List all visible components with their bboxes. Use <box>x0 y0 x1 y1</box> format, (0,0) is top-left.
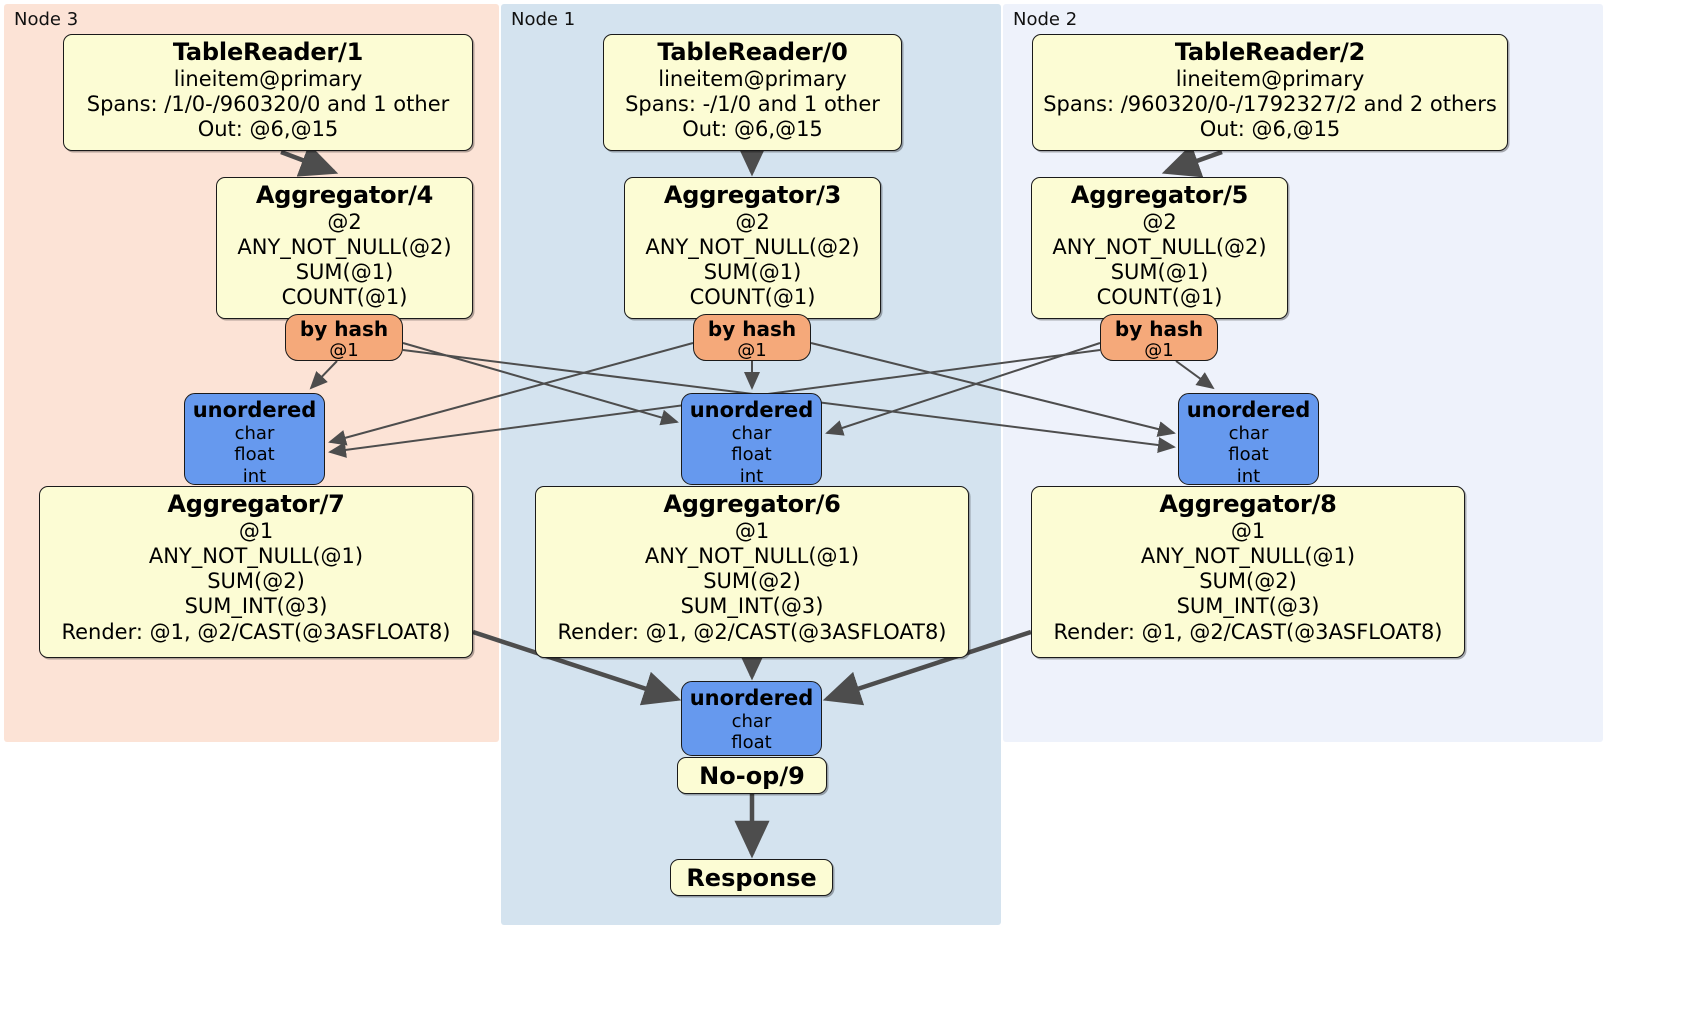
processor-title: Aggregator/5 <box>1070 181 1249 209</box>
synchronizer-type-3: int <box>739 465 764 487</box>
router-detail-column: @1 <box>1144 340 1174 361</box>
router-by-hash-node1[interactable]: by hash @1 <box>693 314 811 361</box>
processor-title: No-op/9 <box>699 761 805 790</box>
processor-detail-agg1: ANY_NOT_NULL(@1) <box>148 544 364 569</box>
processor-aggregator-4[interactable]: Aggregator/4 @2 ANY_NOT_NULL(@2) SUM(@1)… <box>216 177 473 319</box>
router-by-hash-node3[interactable]: by hash @1 <box>285 314 403 361</box>
synchronizer-type-2: float <box>731 444 772 466</box>
processor-detail-out: Out: @6,@15 <box>682 117 823 142</box>
processor-detail-agg1: ANY_NOT_NULL(@2) <box>237 235 452 260</box>
synchronizer-type-1: char <box>234 422 275 444</box>
processor-title: Aggregator/8 <box>1159 490 1337 518</box>
processor-detail-agg2: SUM(@1) <box>295 260 394 285</box>
processor-detail-agg3: COUNT(@1) <box>1096 285 1223 310</box>
processor-title: Aggregator/3 <box>663 181 842 209</box>
processor-detail-render: Render: @1, @2/CAST(@3ASFLOAT8) <box>557 619 947 644</box>
processor-detail-agg3: SUM_INT(@3) <box>680 594 824 619</box>
synchronizer-unordered-node1[interactable]: unordered char float int <box>681 393 822 487</box>
processor-title: Response <box>686 863 817 892</box>
processor-title: TableReader/1 <box>172 38 364 66</box>
synchronizer-type-3: int <box>242 465 267 487</box>
processor-detail-agg2: SUM(@1) <box>1110 260 1209 285</box>
processor-detail-table: lineitem@primary <box>173 66 363 91</box>
processor-aggregator-6[interactable]: Aggregator/6 @1 ANY_NOT_NULL(@1) SUM(@2)… <box>535 486 969 658</box>
processor-detail-agg2: SUM(@2) <box>1199 569 1297 594</box>
processor-aggregator-8[interactable]: Aggregator/8 @1 ANY_NOT_NULL(@1) SUM(@2)… <box>1031 486 1465 658</box>
synchronizer-title: unordered <box>689 398 814 422</box>
processor-detail-agg1: ANY_NOT_NULL(@2) <box>1052 235 1267 260</box>
node-panel-label-node2: Node 2 <box>1013 9 1078 30</box>
processor-detail-agg1: ANY_NOT_NULL(@2) <box>645 235 860 260</box>
processor-response[interactable]: Response <box>670 859 833 896</box>
processor-detail-table: lineitem@primary <box>1175 66 1365 91</box>
processor-detail-groupcol: @2 <box>327 209 362 234</box>
processor-detail-groupcol: @2 <box>735 209 770 234</box>
processor-aggregator-5[interactable]: Aggregator/5 @2 ANY_NOT_NULL(@2) SUM(@1)… <box>1031 177 1288 319</box>
synchronizer-type-3: int <box>1236 465 1261 487</box>
processor-aggregator-3[interactable]: Aggregator/3 @2 ANY_NOT_NULL(@2) SUM(@1)… <box>624 177 881 319</box>
synchronizer-type-2: float <box>731 732 772 754</box>
processor-detail-agg1: ANY_NOT_NULL(@1) <box>644 544 860 569</box>
processor-detail-agg3: SUM_INT(@3) <box>1176 594 1320 619</box>
processor-no-op-9[interactable]: No-op/9 <box>677 757 827 794</box>
synchronizer-unordered-node2[interactable]: unordered char float int <box>1178 393 1319 487</box>
router-by-hash-node2[interactable]: by hash @1 <box>1100 314 1218 361</box>
processor-detail-out: Out: @6,@15 <box>197 117 339 142</box>
processor-aggregator-7[interactable]: Aggregator/7 @1 ANY_NOT_NULL(@1) SUM(@2)… <box>39 486 473 658</box>
processor-detail-agg3: COUNT(@1) <box>689 285 816 310</box>
processor-tablereader-1[interactable]: TableReader/1 lineitem@primary Spans: /1… <box>63 34 473 151</box>
processor-detail-groupcol: @1 <box>734 518 770 543</box>
processor-detail-groupcol: @1 <box>1230 518 1266 543</box>
synchronizer-unordered-node3[interactable]: unordered char float int <box>184 393 325 487</box>
processor-title: TableReader/2 <box>1174 38 1366 66</box>
router-title: by hash <box>1114 317 1204 341</box>
processor-title: Aggregator/4 <box>255 181 434 209</box>
processor-detail-spans: Spans: -/1/0 and 1 other <box>625 92 880 117</box>
processor-detail-agg3: SUM_INT(@3) <box>184 594 328 619</box>
node-panel-label-node3: Node 3 <box>14 9 79 30</box>
processor-detail-render: Render: @1, @2/CAST(@3ASFLOAT8) <box>1053 619 1443 644</box>
node-panel-label-node1: Node 1 <box>511 9 576 30</box>
synchronizer-unordered-final[interactable]: unordered char float <box>681 681 822 756</box>
synchronizer-type-2: float <box>234 444 275 466</box>
synchronizer-type-2: float <box>1228 444 1269 466</box>
processor-detail-agg2: SUM(@2) <box>703 569 801 594</box>
synchronizer-type-1: char <box>1228 422 1269 444</box>
processor-tablereader-2[interactable]: TableReader/2 lineitem@primary Spans: /9… <box>1032 34 1508 151</box>
synchronizer-type-1: char <box>731 422 772 444</box>
processor-detail-render: Render: @1, @2/CAST(@3ASFLOAT8) <box>61 619 451 644</box>
processor-detail-agg1: ANY_NOT_NULL(@1) <box>1140 544 1356 569</box>
processor-title: Aggregator/6 <box>663 490 841 518</box>
processor-tablereader-0[interactable]: TableReader/0 lineitem@primary Spans: -/… <box>603 34 902 151</box>
processor-detail-spans: Spans: /1/0-/960320/0 and 1 other <box>86 92 450 117</box>
processor-title: Aggregator/7 <box>167 490 345 518</box>
router-title: by hash <box>707 317 797 341</box>
processor-detail-agg3: COUNT(@1) <box>281 285 408 310</box>
router-detail-column: @1 <box>329 340 359 361</box>
processor-detail-out: Out: @6,@15 <box>1199 117 1341 142</box>
processor-detail-agg2: SUM(@1) <box>703 260 802 285</box>
synchronizer-title: unordered <box>192 398 317 422</box>
processor-detail-groupcol: @1 <box>238 518 274 543</box>
processor-detail-groupcol: @2 <box>1142 209 1177 234</box>
synchronizer-type-1: char <box>731 710 772 732</box>
synchronizer-title: unordered <box>1186 398 1311 422</box>
router-detail-column: @1 <box>737 340 767 361</box>
processor-detail-table: lineitem@primary <box>658 66 847 91</box>
processor-title: TableReader/0 <box>657 38 848 66</box>
synchronizer-title: unordered <box>689 686 814 710</box>
router-title: by hash <box>299 317 389 341</box>
processor-detail-agg2: SUM(@2) <box>207 569 305 594</box>
processor-detail-spans: Spans: /960320/0-/1792327/2 and 2 others <box>1043 92 1497 117</box>
